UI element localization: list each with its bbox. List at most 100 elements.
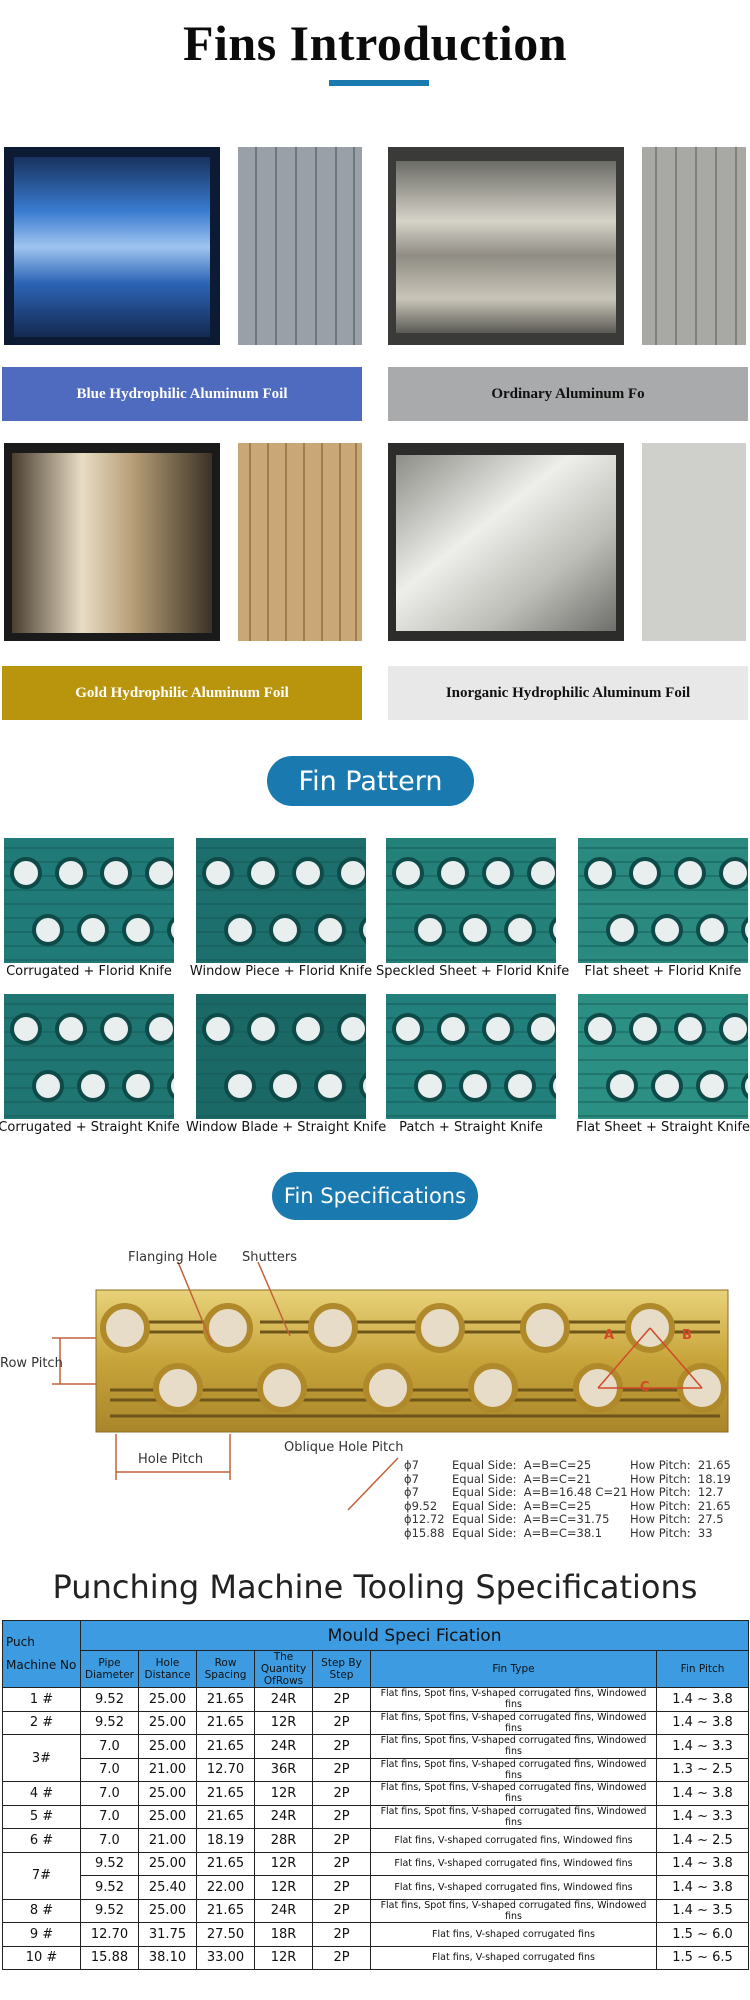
fin-pattern-image <box>4 838 174 963</box>
table-cell: 25.00 <box>138 1851 197 1877</box>
table-cell: 25.00 <box>138 1781 197 1806</box>
table-cell: Flat fins, V-shaped corrugated fins, Win… <box>370 1828 657 1853</box>
table-cell: 1.4 ~ 3.3 <box>655 1804 750 1830</box>
table-cell: 21.65 <box>196 1851 255 1877</box>
fin-pattern-caption: Flat Sheet + Straight Knife <box>576 1120 750 1135</box>
table-cell: 2P <box>312 1875 371 1900</box>
label-b: B <box>682 1328 692 1343</box>
table-cell: 36R <box>254 1757 313 1783</box>
fin-pattern-image <box>196 994 366 1119</box>
foil-roll-photo-blue <box>4 147 220 345</box>
foil-banner-ordinary: Ordinary Aluminum Fo <box>388 367 748 421</box>
spec-line-side: Equal Side: A=B=C=38.1 <box>452 1525 603 1540</box>
fin-pattern-image <box>578 994 748 1119</box>
column-header: Pipe Diameter <box>80 1649 139 1689</box>
table-cell: Flat fins, V-shaped corrugated fins, Win… <box>370 1875 657 1900</box>
column-header: Fin Type <box>370 1649 657 1689</box>
table-cell: 7.0 <box>80 1734 139 1759</box>
fin-pattern-caption: Corrugated + Florid Knife <box>6 964 172 979</box>
fin-specifications-heading: Fin Specifications <box>272 1172 478 1220</box>
column-header: Fin Pitch <box>655 1649 750 1689</box>
table-cell: 21.65 <box>196 1898 255 1924</box>
spec-line-pitch: How Pitch: 27.5 <box>630 1512 724 1526</box>
table-cell: Flat fins, Spot fins, V-shaped corrugate… <box>370 1804 657 1830</box>
table-cell: 31.75 <box>138 1922 197 1947</box>
flanging-hole <box>257 1363 307 1413</box>
machine-no-cell: 7# <box>2 1851 81 1900</box>
machine-no-cell: 10 # <box>2 1945 81 1971</box>
table-cell: 12.70 <box>80 1922 139 1947</box>
foil-banner-inorganic: Inorganic Hydrophilic Aluminum Foil <box>388 666 748 720</box>
table-cell: 25.00 <box>138 1687 197 1712</box>
table-cell: 2P <box>312 1757 371 1783</box>
table-cell: 2P <box>312 1687 371 1712</box>
table-cell: 27.50 <box>196 1922 255 1947</box>
table-cell: 18.19 <box>196 1828 255 1853</box>
flanging-hole <box>203 1303 253 1353</box>
table-cell: 1.4 ~ 3.8 <box>655 1710 750 1736</box>
table-cell: 12R <box>254 1710 313 1736</box>
spec-line-pitch: How Pitch: 21.65 <box>630 1498 731 1513</box>
table-cell: 2P <box>312 1804 371 1830</box>
mould-spec-header: Mould Speci Fication <box>79 1620 750 1651</box>
table-cell: 25.00 <box>138 1710 197 1736</box>
machine-no-cell: 2 # <box>2 1710 81 1736</box>
column-header: Row Spacing <box>196 1649 255 1689</box>
table-cell: 2P <box>312 1828 371 1853</box>
machine-no-cell: 9 # <box>2 1922 81 1947</box>
table-cell: 12R <box>254 1851 313 1877</box>
fin-pattern-caption: Speckled Sheet + Florid Knife <box>376 964 570 979</box>
fin-pattern-caption: Window Piece + Florid Knife <box>189 964 373 979</box>
foil-roll-photo-gold <box>4 443 220 641</box>
machine-no-cell: 6 # <box>2 1828 81 1853</box>
table-cell: 15.88 <box>80 1945 139 1971</box>
machine-no-cell: 4 # <box>2 1781 81 1806</box>
label-flanging-hole: Flanging Hole <box>128 1250 218 1265</box>
table-cell: 2P <box>312 1734 371 1759</box>
table-cell: Flat fins, Spot fins, V-shaped corrugate… <box>370 1734 657 1759</box>
label-c: C <box>640 1380 650 1395</box>
tooling-title: Punching Machine Tooling Specifications <box>52 1568 698 1606</box>
fin-pattern-image <box>196 838 366 963</box>
table-cell: Flat fins, V-shaped corrugated fins, Win… <box>370 1851 657 1877</box>
spec-line-dia: ϕ9.52 <box>404 1498 438 1513</box>
column-header: The Quantity OfRows <box>254 1649 313 1689</box>
foil-banner-gold: Gold Hydrophilic Aluminum Foil <box>2 666 362 720</box>
table-cell: 21.65 <box>196 1804 255 1830</box>
label-hole-pitch: Hole Pitch <box>138 1452 204 1467</box>
table-cell: Flat fins, Spot fins, V-shaped corrugate… <box>370 1757 657 1783</box>
table-cell: 12.70 <box>196 1757 255 1783</box>
table-cell: 2P <box>312 1945 371 1971</box>
table-cell: 21.65 <box>196 1687 255 1712</box>
fin-pattern-image <box>386 838 556 963</box>
table-cell: 25.00 <box>138 1804 197 1830</box>
foil-roll-photo-inorganic <box>388 443 624 641</box>
table-cell: Flat fins, V-shaped corrugated fins <box>370 1922 657 1947</box>
table-cell: 24R <box>254 1898 313 1924</box>
table-cell: 1.4 ~ 3.8 <box>655 1851 750 1877</box>
table-cell: 2P <box>312 1781 371 1806</box>
fin-spec-diagram <box>52 1261 729 1511</box>
table-cell: 25.00 <box>138 1898 197 1924</box>
table-cell: 9.52 <box>80 1851 139 1877</box>
table-cell: 21.00 <box>138 1828 197 1853</box>
column-header: Hole Distance <box>138 1649 197 1689</box>
label-a: A <box>604 1328 615 1343</box>
spec-line-side: Equal Side: A=B=C=25 <box>452 1498 592 1513</box>
table-cell: 7.0 <box>80 1757 139 1783</box>
table-cell: 1.4 ~ 3.8 <box>655 1875 750 1900</box>
foil-roll-photo-ordinary <box>388 147 624 345</box>
foil-banner-blue: Blue Hydrophilic Aluminum Foil <box>2 367 362 421</box>
table-cell: Flat fins, Spot fins, V-shaped corrugate… <box>370 1898 657 1924</box>
table-cell: 9.52 <box>80 1875 139 1900</box>
table-cell: 9.52 <box>80 1898 139 1924</box>
